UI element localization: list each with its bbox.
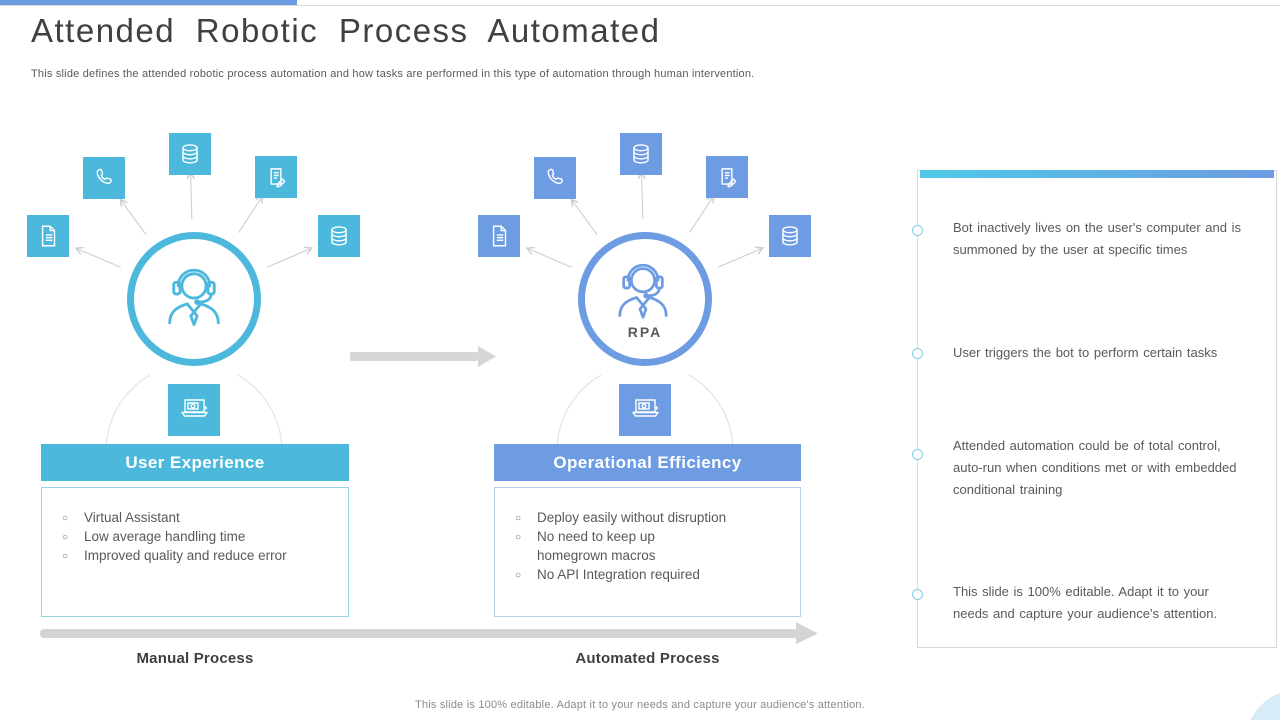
automated-process-diagram: RPA <box>475 128 815 448</box>
panel-item: User triggers the bot to perform certain… <box>953 345 1218 360</box>
diagram-arrows <box>475 128 815 448</box>
bullet-circle-icon <box>912 348 923 359</box>
decorative-arc <box>556 374 734 448</box>
bullet-text: No API Integration required <box>537 567 700 582</box>
support-agent-icon <box>168 268 220 327</box>
bullet-text: Deploy easily without disruption <box>537 510 727 525</box>
phone-icon <box>534 157 576 199</box>
document-icon <box>478 215 520 257</box>
bullet-circle-icon <box>912 449 923 460</box>
rpa-label: RPA <box>627 324 663 340</box>
page-subtitle: This slide defines the attended robotic … <box>31 68 755 80</box>
agent-circle <box>127 232 261 366</box>
bullet-text: Virtual Assistant <box>84 510 180 525</box>
user-experience-header: User Experience <box>41 444 349 481</box>
panel-gradient-bar <box>920 170 1274 178</box>
laptop-automation-icon <box>168 384 220 436</box>
decorative-arc <box>105 374 283 448</box>
bullet-text: Improved quality and reduce error <box>84 548 287 563</box>
user-experience-box: Virtual Assistant Low average handling t… <box>41 487 349 617</box>
database-icon <box>769 215 811 257</box>
operational-efficiency-header: Operational Efficiency <box>494 444 801 481</box>
top-accent-bar <box>0 0 297 5</box>
list-item: No need to keep up homegrown macros <box>513 527 790 565</box>
support-agent-icon <box>618 263 668 319</box>
diagram-arrows <box>24 128 364 448</box>
bullet-circle-icon <box>912 589 923 600</box>
database-icon <box>169 133 211 175</box>
operational-efficiency-list: Deploy easily without disruption No need… <box>495 508 800 585</box>
operational-efficiency-box: Deploy easily without disruption No need… <box>494 487 801 617</box>
list-item: Improved quality and reduce error <box>60 546 338 566</box>
database-icon <box>318 215 360 257</box>
transition-arrow <box>350 346 496 367</box>
list-item: Low average handling time <box>60 527 338 547</box>
list-item: Virtual Assistant <box>60 508 338 528</box>
manual-process-diagram <box>24 128 364 448</box>
list-item: Deploy easily without disruption <box>513 508 790 528</box>
phone-icon <box>83 157 125 199</box>
bullet-text: Low average handling time <box>84 529 246 544</box>
list-item: No API Integration required <box>513 565 790 585</box>
document-edit-icon <box>255 156 297 198</box>
rpa-agent-circle <box>578 232 712 366</box>
document-edit-icon <box>706 156 748 198</box>
footer-note: This slide is 100% editable. Adapt it to… <box>415 699 865 711</box>
panel-item: Bot inactively lives on the user's compu… <box>953 220 1241 257</box>
bullet-text: No need to keep up homegrown macros <box>537 529 656 563</box>
database-icon <box>620 133 662 175</box>
bullet-circle-icon <box>912 225 923 236</box>
automated-process-label: Automated Process <box>575 650 720 667</box>
page-title: Attended Robotic Process Automated <box>31 12 661 49</box>
panel-item: Attended automation could be of total co… <box>953 438 1237 497</box>
document-icon <box>27 215 69 257</box>
manual-process-label: Manual Process <box>136 650 254 667</box>
user-experience-list: Virtual Assistant Low average handling t… <box>42 508 348 566</box>
notes-panel: Bot inactively lives on the user's compu… <box>912 170 1277 648</box>
panel-item: This slide is 100% editable. Adapt it to… <box>953 584 1218 621</box>
top-divider-line <box>0 5 1280 6</box>
laptop-automation-icon <box>619 384 671 436</box>
process-timeline-arrow <box>40 622 818 644</box>
